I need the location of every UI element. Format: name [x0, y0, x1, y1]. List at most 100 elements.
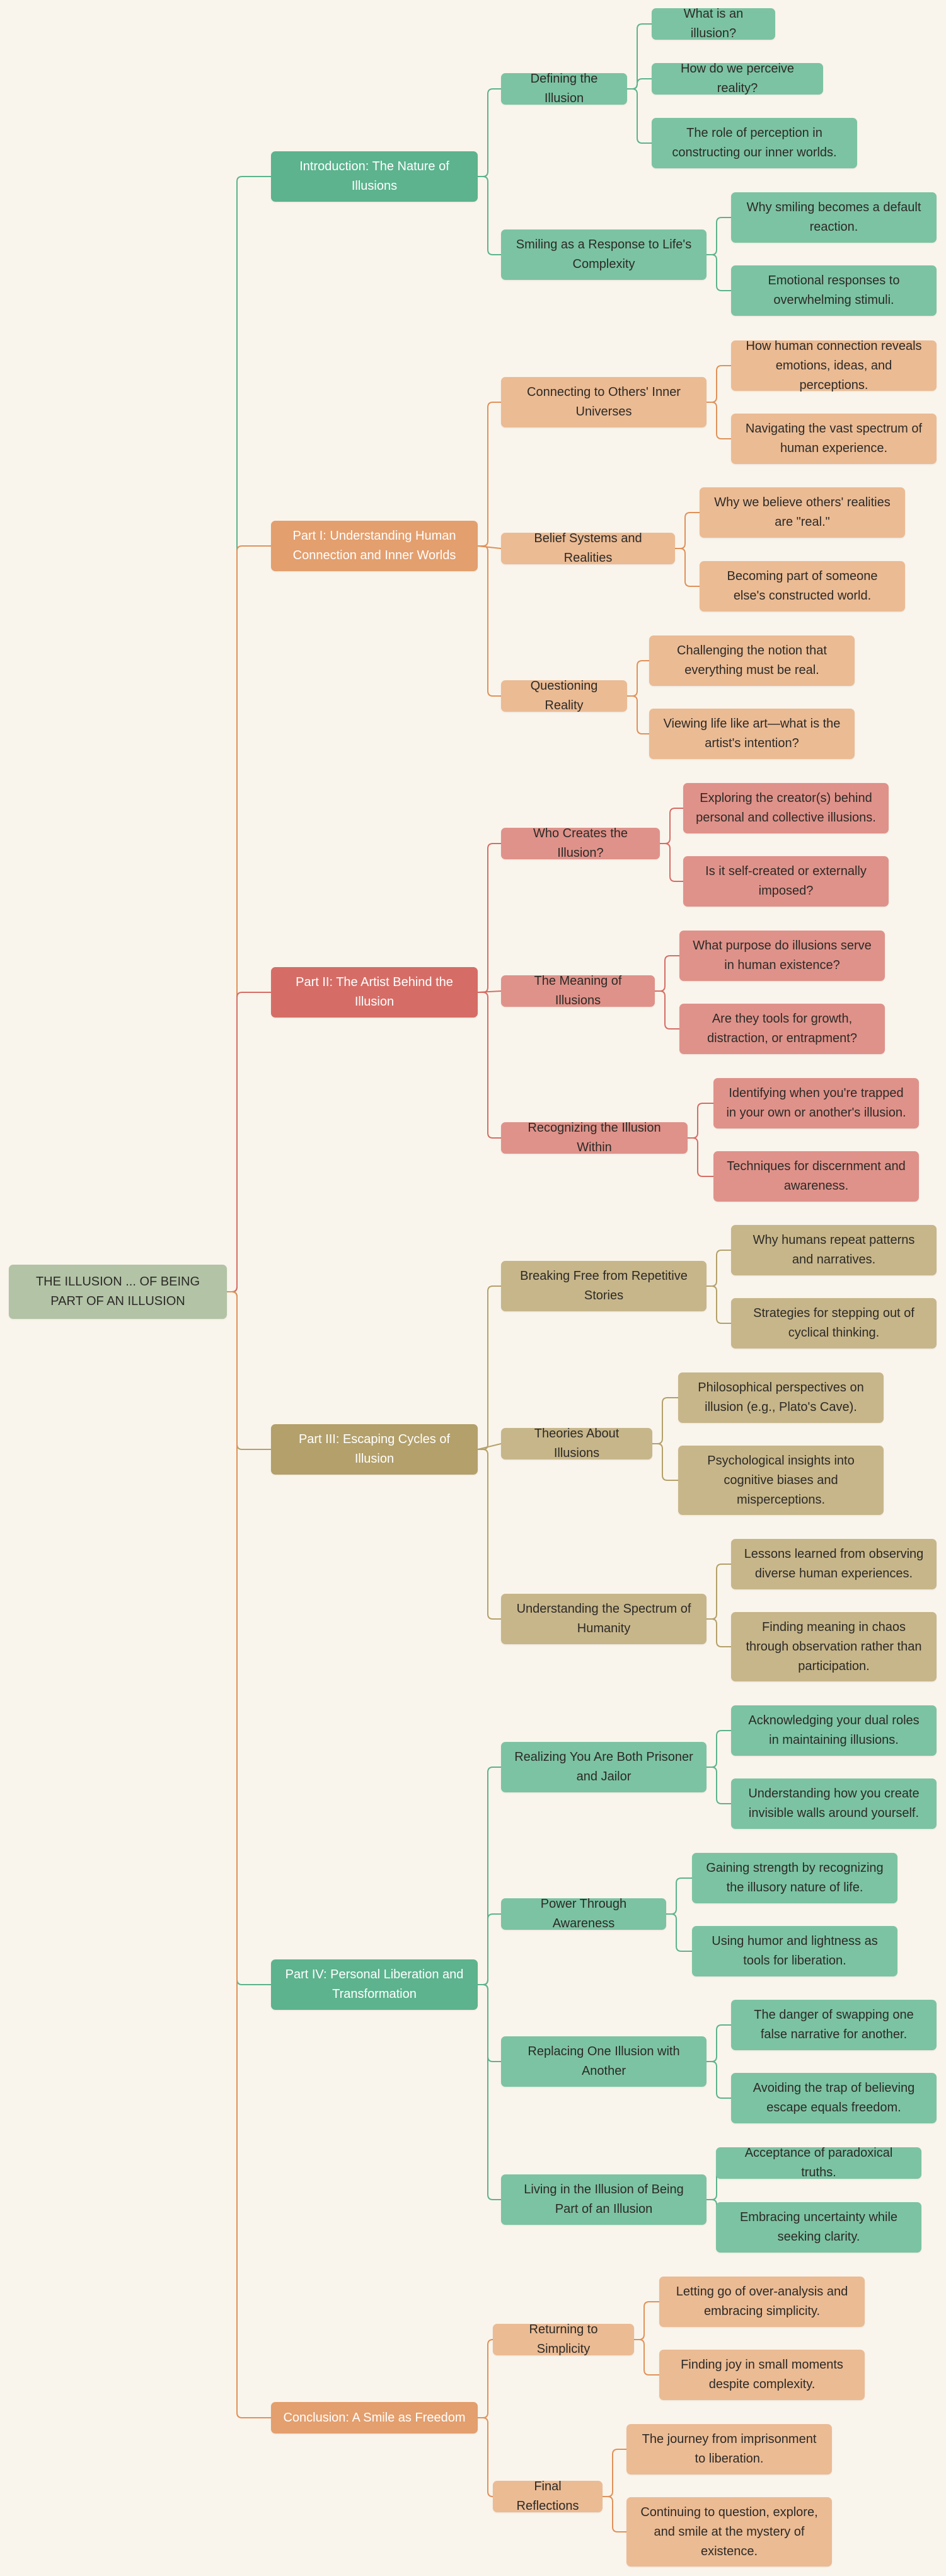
link-part-2-topic-3 [478, 992, 501, 1139]
item-conclusion-1-2[interactable]: Finding joy in small moments despite com… [659, 2350, 865, 2400]
topic-introduction-1[interactable]: Defining the Illusion [501, 72, 627, 105]
link-part-4-topic-3 [478, 1984, 501, 2062]
link-part-2-2-item-1 [655, 955, 679, 992]
section-part-1[interactable]: Part I: Understanding Human Connection a… [271, 521, 478, 571]
link-conclusion-2-item-2 [603, 2496, 626, 2532]
link-part-3-2-item-2 [652, 1443, 678, 1481]
topic-introduction-2[interactable]: Smiling as a Response to Life's Complexi… [501, 229, 707, 280]
topic-part-1-3[interactable]: Questioning Reality [501, 679, 627, 712]
item-part-1-3-1-label: Challenging the notion that everything m… [677, 644, 827, 677]
topic-part-4-2[interactable]: Power Through Awareness [501, 1897, 666, 1930]
link-part-4-2-item-2 [666, 1913, 692, 1952]
link-introduction-topic-1 [478, 88, 501, 177]
item-conclusion-1-1[interactable]: Letting go of over-analysis and embracin… [659, 2277, 865, 2327]
item-part-4-4-2[interactable]: Embracing uncertainty while seeking clar… [716, 2202, 921, 2253]
item-introduction-1-1[interactable]: What is an illusion? [652, 7, 775, 40]
item-part-3-1-2[interactable]: Strategies for stepping out of cyclical … [731, 1298, 937, 1349]
root-node[interactable]: THE ILLUSION ... OF BEING PART OF AN ILL… [9, 1265, 227, 1319]
topic-part-3-2-label: Theories About Illusions [534, 1427, 620, 1460]
item-part-3-2-1[interactable]: Philosophical perspectives on illusion (… [678, 1372, 884, 1423]
topic-conclusion-1[interactable]: Returning to Simplicity [493, 2323, 634, 2356]
topic-part-2-2-label: The Meaning of Illusions [534, 974, 622, 1007]
link-part-4-topic-1 [478, 1767, 501, 1985]
item-part-2-2-2[interactable]: Are they tools for growth, distraction, … [679, 1004, 885, 1054]
topic-part-4-1-label: Realizing You Are Both Prisoner and Jail… [514, 1750, 693, 1784]
item-part-2-2-2-label: Are they tools for growth, distraction, … [707, 1012, 857, 1045]
link-part-3-3-item-2 [707, 1618, 731, 1647]
item-part-1-2-1[interactable]: Why we believe others' realities are "re… [700, 487, 905, 538]
item-part-2-3-1-label: Identifying when you're trapped in your … [726, 1086, 906, 1120]
item-part-2-3-2[interactable]: Techniques for discernment and awareness… [713, 1151, 919, 1202]
link-part-4-topic-4 [478, 1984, 501, 2200]
item-conclusion-1-1-label: Letting go of over-analysis and embracin… [676, 2285, 848, 2318]
item-part-1-3-1[interactable]: Challenging the notion that everything m… [649, 635, 855, 686]
item-conclusion-2-1-label: The journey from imprisonment to liberat… [642, 2432, 817, 2466]
topic-part-3-3-label: Understanding the Spectrum of Humanity [516, 1602, 691, 1635]
item-part-2-3-1[interactable]: Identifying when you're trapped in your … [713, 1078, 919, 1128]
link-introduction-1-item-3 [627, 88, 652, 144]
item-part-3-3-2[interactable]: Finding meaning in chaos through observa… [731, 1612, 937, 1681]
section-part-4[interactable]: Part IV: Personal Liberation and Transfo… [271, 1959, 478, 2010]
link-part-4-1-item-2 [707, 1767, 731, 1804]
link-part-4-topic-2 [478, 1913, 501, 1985]
item-conclusion-2-1[interactable]: The journey from imprisonment to liberat… [626, 2424, 832, 2474]
link-part-1-topic-3 [478, 545, 501, 697]
item-conclusion-2-2[interactable]: Continuing to question, explore, and smi… [626, 2497, 832, 2567]
item-part-3-1-2-label: Strategies for stepping out of cyclical … [753, 1306, 914, 1340]
item-part-4-2-1-label: Gaining strength by recognizing the illu… [706, 1861, 884, 1894]
topic-part-2-3[interactable]: Recognizing the Illusion Within [501, 1121, 688, 1154]
link-introduction-2-item-2 [707, 254, 731, 291]
topic-part-3-1[interactable]: Breaking Free from Repetitive Stories [501, 1261, 707, 1311]
item-part-2-1-2[interactable]: Is it self-created or externally imposed… [683, 856, 889, 907]
item-part-4-3-1[interactable]: The danger of swapping one false narrati… [731, 2000, 937, 2050]
section-part-3[interactable]: Part III: Escaping Cycles of Illusion [271, 1424, 478, 1475]
item-part-4-4-1[interactable]: Acceptance of paradoxical truths. [716, 2146, 921, 2179]
link-part-2-1-item-1 [660, 808, 683, 844]
item-part-3-3-1[interactable]: Lessons learned from observing diverse h… [731, 1539, 937, 1589]
item-introduction-1-3[interactable]: The role of perception in constructing o… [652, 118, 857, 168]
topic-part-4-1[interactable]: Realizing You Are Both Prisoner and Jail… [501, 1742, 707, 1792]
item-introduction-2-2[interactable]: Emotional responses to overwhelming stim… [731, 265, 937, 316]
item-part-2-1-1[interactable]: Exploring the creator(s) behind personal… [683, 783, 889, 833]
item-introduction-2-2-label: Emotional responses to overwhelming stim… [768, 274, 900, 307]
link-part-4-2-item-1 [666, 1877, 692, 1915]
section-introduction-label: Introduction: The Nature of Illusions [299, 160, 449, 193]
item-part-2-1-2-label: Is it self-created or externally imposed… [705, 864, 867, 898]
item-part-4-2-2[interactable]: Using humor and lightness as tools for l… [692, 1926, 897, 1976]
item-part-1-1-2[interactable]: Navigating the vast spectrum of human ex… [731, 414, 937, 464]
item-part-4-3-2[interactable]: Avoiding the trap of believing escape eq… [731, 2073, 937, 2123]
section-conclusion[interactable]: Conclusion: A Smile as Freedom [271, 2402, 478, 2434]
item-part-3-1-1[interactable]: Why humans repeat patterns and narrative… [731, 1225, 937, 1275]
topic-part-2-2[interactable]: The Meaning of Illusions [501, 974, 655, 1007]
item-introduction-2-1[interactable]: Why smiling becomes a default reaction. [731, 192, 937, 243]
item-part-4-2-1[interactable]: Gaining strength by recognizing the illu… [692, 1853, 897, 1903]
link-part-4-3-item-2 [707, 2061, 731, 2099]
item-part-1-3-2-label: Viewing life like art—what is the artist… [663, 717, 841, 750]
topic-part-3-2[interactable]: Theories About Illusions [501, 1427, 652, 1460]
topic-part-4-4[interactable]: Living in the Illusion of Being Part of … [501, 2174, 707, 2225]
item-part-1-1-2-label: Navigating the vast spectrum of human ex… [745, 422, 923, 455]
item-part-4-1-1-label: Acknowledging your dual roles in maintai… [748, 1714, 920, 1747]
item-part-3-2-1-label: Philosophical perspectives on illusion (… [698, 1381, 864, 1414]
item-introduction-1-2-label: How do we perceive reality? [680, 62, 795, 95]
topic-part-1-1[interactable]: Connecting to Others' Inner Universes [501, 377, 707, 427]
link-introduction-topic-2 [478, 176, 501, 255]
topic-part-2-1[interactable]: Who Creates the Illusion? [501, 827, 660, 860]
item-part-1-3-2[interactable]: Viewing life like art—what is the artist… [649, 709, 855, 759]
item-introduction-1-2[interactable]: How do we perceive reality? [652, 62, 823, 95]
section-introduction[interactable]: Introduction: The Nature of Illusions [271, 151, 478, 202]
topic-part-1-2[interactable]: Belief Systems and Realities [501, 531, 675, 565]
topic-part-4-3[interactable]: Replacing One Illusion with Another [501, 2036, 707, 2087]
item-part-4-1-2[interactable]: Understanding how you create invisible w… [731, 1778, 937, 1829]
link-part-1-topic-1 [478, 402, 501, 547]
topic-part-3-3[interactable]: Understanding the Spectrum of Humanity [501, 1594, 707, 1644]
link-root-part-4 [227, 1291, 271, 1985]
item-part-1-1-1[interactable]: How human connection reveals emotions, i… [731, 339, 937, 392]
item-part-4-1-1[interactable]: Acknowledging your dual roles in maintai… [731, 1705, 937, 1756]
item-part-1-2-2[interactable]: Becoming part of someone else's construc… [700, 561, 905, 612]
item-part-2-2-1[interactable]: What purpose do illusions serve in human… [679, 931, 885, 981]
item-part-3-2-2[interactable]: Psychological insights into cognitive bi… [678, 1446, 884, 1515]
link-root-part-3 [227, 1291, 271, 1450]
section-part-2[interactable]: Part II: The Artist Behind the Illusion [271, 967, 478, 1018]
topic-conclusion-2[interactable]: Final Reflections [493, 2480, 603, 2513]
